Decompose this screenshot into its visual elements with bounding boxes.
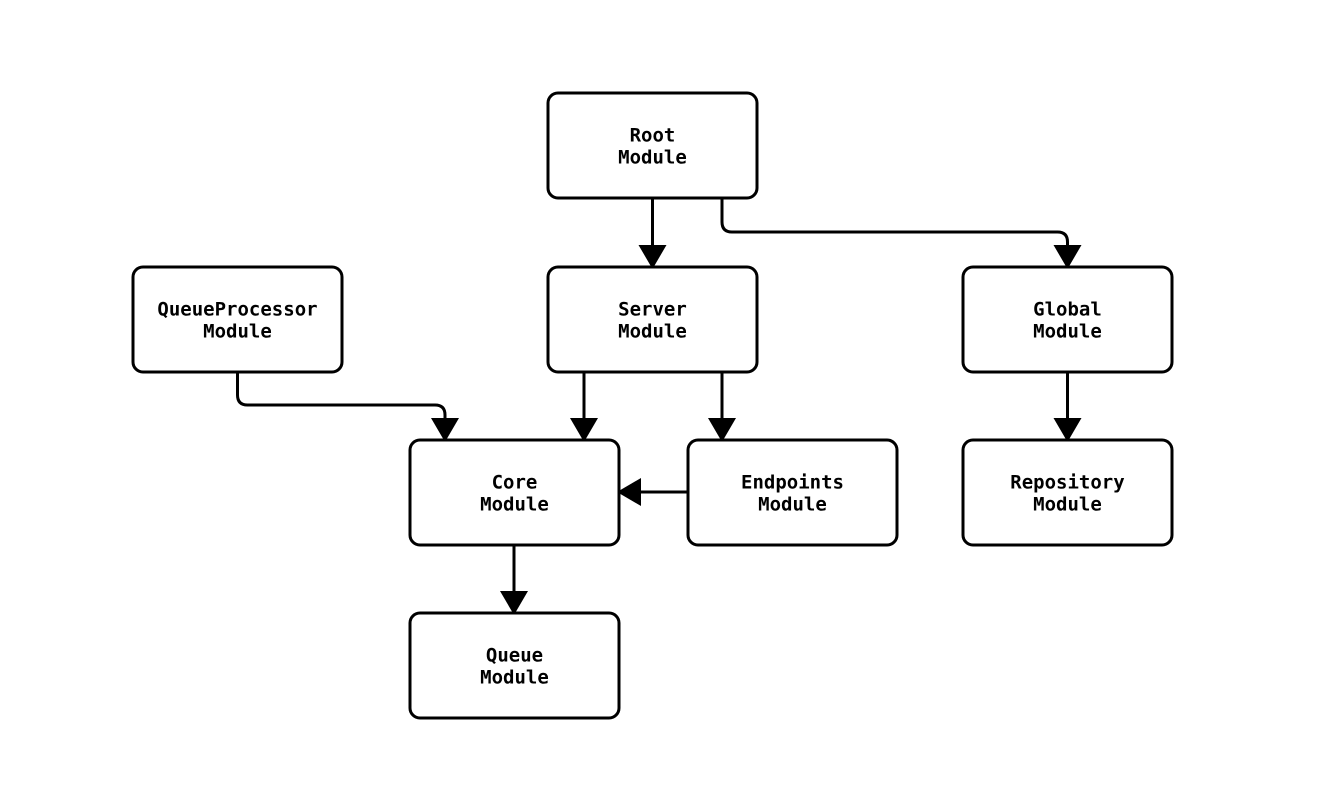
node-box — [546, 265, 759, 374]
node-box — [131, 265, 344, 374]
node-box — [546, 91, 759, 200]
node-box — [961, 438, 1174, 547]
node-label-line: Module — [618, 321, 687, 343]
node-label-line: Module — [480, 494, 549, 516]
node-label-line: Server — [618, 299, 687, 321]
node-box — [408, 611, 621, 720]
node-label-line: Core — [492, 472, 538, 494]
node-label-line: Queue — [486, 645, 543, 667]
node-label-line: QueueProcessor — [157, 299, 317, 321]
node-label-line: Module — [480, 667, 549, 689]
edge-root-to-global — [720, 198, 1082, 269]
node-label-line: Module — [758, 494, 827, 516]
node-box — [686, 438, 899, 547]
node-label-line: Module — [1033, 321, 1102, 343]
node-label-line: Global — [1033, 299, 1102, 321]
edge-queueprocessor-to-core — [236, 372, 459, 442]
node-label-line: Endpoints — [741, 472, 844, 494]
node-label-line: Module — [203, 321, 272, 343]
node-label-line: Module — [1033, 494, 1102, 516]
node-label-line: Repository — [1010, 472, 1124, 494]
node-label-line: Module — [618, 147, 687, 169]
node-box — [961, 265, 1174, 374]
node-box — [408, 438, 621, 547]
edges-layer — [236, 198, 1082, 615]
node-label-line: Root — [630, 125, 676, 147]
